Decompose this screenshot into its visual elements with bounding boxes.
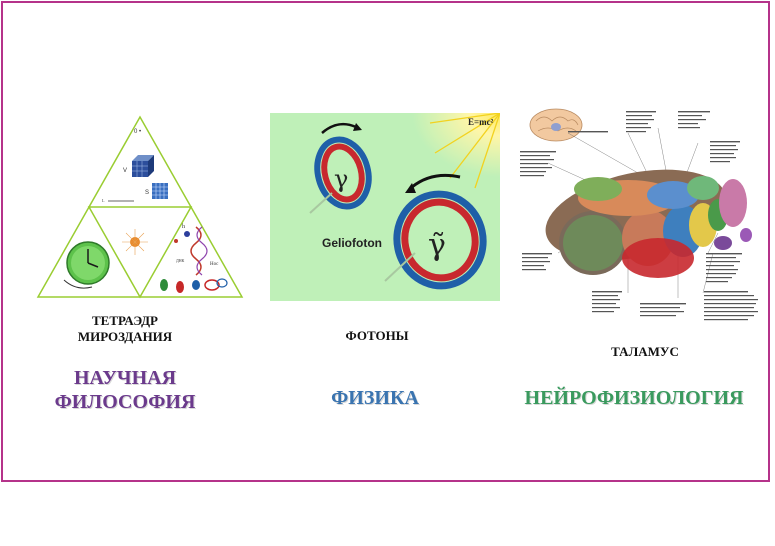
- annotation-blocks: [520, 111, 758, 321]
- h-symbol: h: [182, 224, 185, 230]
- category-neurophysiology: НЕЙРОФИЗИОЛОГИЯ: [524, 387, 744, 409]
- category-physics: ФИЗИКА: [331, 387, 419, 409]
- sun-rays: [429, 112, 501, 189]
- geliofoton-label: Geliofoton: [322, 236, 382, 250]
- formula-label: E=mc²: [468, 117, 494, 127]
- v-symbol: V: [123, 168, 127, 174]
- s-symbol: S: [145, 190, 149, 196]
- thalamus-body: [545, 169, 752, 278]
- gamma-symbol-small: γ: [334, 165, 348, 193]
- grid-icon: [152, 183, 168, 199]
- cube-icon: [132, 155, 154, 177]
- energy-icon: [122, 229, 148, 255]
- large-photon-ring: [393, 190, 487, 290]
- tetrahedron-caption: ТЕТРАЭДР МИРОЗДАНИЯ: [77, 313, 173, 344]
- photon-panel: E=mc² γ γ̃ Geliofoton: [270, 112, 501, 301]
- dna-symbol: ДНК: [176, 258, 185, 263]
- thalamus-illustration: [520, 108, 758, 321]
- border-frame: [1, 1, 770, 482]
- photon-caption: ФОТОНЫ: [345, 328, 409, 343]
- tetrahedron-illustration: 0 • V S L: [36, 115, 244, 299]
- organisms-icon: [160, 278, 228, 293]
- thalamus-caption: ТАЛАМУС: [611, 344, 679, 359]
- clock-icon: [63, 241, 110, 289]
- brain-icon: [529, 108, 583, 142]
- category-philosophy: НАУЧНАЯ ФИЛОСОФИЯ: [54, 367, 196, 413]
- gamma-symbol-large: γ̃: [428, 228, 446, 263]
- tetrahedron-panel: 0 • V S L: [36, 115, 244, 301]
- thalamus-panel: [518, 103, 768, 333]
- photon-illustration: E=mc² γ γ̃ Geliofoton: [270, 112, 501, 301]
- svg-text:L: L: [102, 198, 105, 203]
- dna-icon: [190, 226, 208, 276]
- small-photon-ring: [314, 136, 372, 210]
- hoc-symbol: Hoc: [210, 262, 219, 267]
- top-symbol: 0 •: [134, 129, 141, 135]
